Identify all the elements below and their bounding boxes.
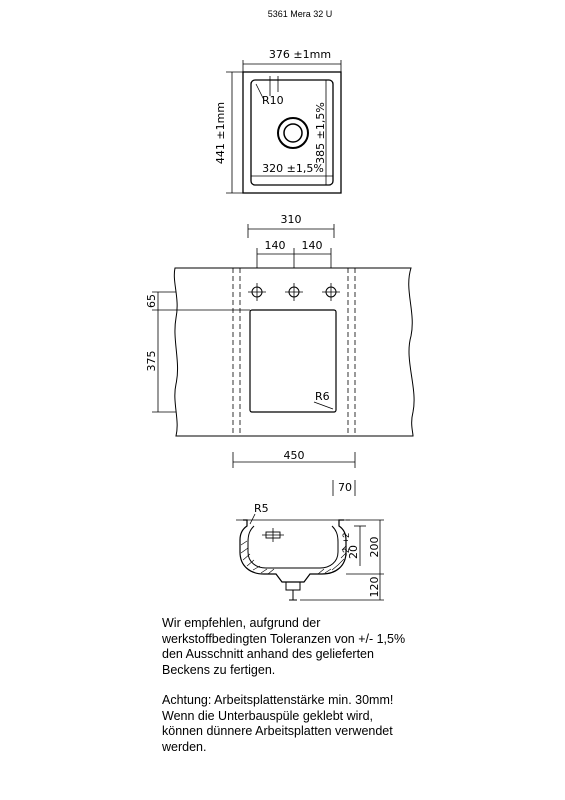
note-line: Beckens zu fertigen. [162,662,276,677]
drain-outer-circle [277,117,309,149]
drain-height-label: 120 [368,577,381,598]
sink-outer-outline [242,71,342,194]
drain-inner-circle [283,123,303,143]
tap-hole-right [322,283,340,301]
note-line: Wir empfehlen, aufgrund der [162,616,321,630]
sink-cutout [249,309,337,413]
note-line: Wenn die Unterbauspüle geklebt wird, [162,708,374,723]
tap-spacing-left-label: 140 [265,239,286,252]
tap-hole-left [248,283,266,301]
tolerance-plus-label: +2 [341,533,351,543]
note-line: werkstoffbedingten Toleranzen von +/- 1,… [162,631,406,646]
top-view [226,60,342,194]
tap-spacing-right-label: 140 [302,239,323,252]
bowl-inner-wall [247,525,339,569]
outer-width-label: 376 ±1mm [269,48,331,61]
section-view [236,480,384,601]
tap-hole-center [285,283,303,301]
bowl-outer-wall [239,519,347,583]
drawing-title: 5361 Mera 32 U [268,9,333,19]
tolerance-note: Wir empfehlen, aufgrund der werkstoffbed… [162,616,542,678]
top-corner-radius-label: R10 [262,94,284,107]
rim-width-label: 70 [338,481,352,494]
tap-span-label: 310 [281,213,302,226]
inner-height-label: 385 ±1,5% [314,102,327,164]
bowl-wall-hatching [240,540,347,575]
rim-thickness-label: 20 [347,545,360,559]
inner-width-label: 320 ±1,5% [262,162,324,175]
note-line: den Ausschnitt anhand des gelieferten [162,647,374,661]
section-radius-label: R5 [254,502,269,515]
outer-height-label: 441 ±1mm [214,102,227,164]
countertop-note: Achtung: Arbeitsplattenstärke min. 30mm!… [162,693,542,755]
cutout-height-label: 375 [145,351,158,372]
tolerance-minus-label: -2 [341,548,351,556]
sink-inner-bowl [250,79,334,186]
note-line: können dünnere Arbeitsplatten verwendet [162,724,393,738]
note-line: Achtung: Arbeitsplattenstärke min. 30mm! [162,693,394,707]
cutout-radius-label: R6 [315,390,330,403]
countertop-outline [173,267,415,437]
drain-fitting [285,581,301,591]
cutout-view [152,224,415,468]
depth-label: 200 [368,537,381,558]
cutout-width-label: 450 [284,449,305,462]
note-line: werden. [162,739,207,754]
offset-height-label: 65 [145,294,158,308]
